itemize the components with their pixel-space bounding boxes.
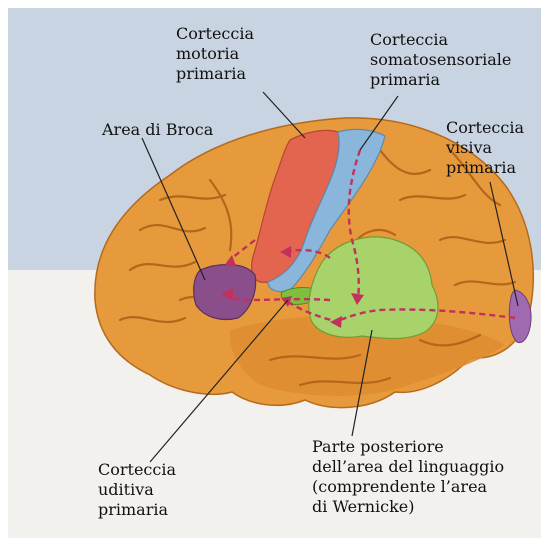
visual-cortex-label: Corteccia visiva primaria bbox=[446, 118, 524, 178]
auditory-cortex-label: Corteccia uditiva primaria bbox=[98, 460, 176, 520]
broca-area-label: Area di Broca bbox=[102, 120, 213, 140]
somatosensory-cortex-label: Corteccia somatosensoriale primaria bbox=[370, 30, 511, 90]
posterior-language-area-label: Parte posteriore dell’area del linguaggi… bbox=[312, 437, 504, 517]
motor-cortex-label: Corteccia motoria primaria bbox=[176, 24, 254, 84]
